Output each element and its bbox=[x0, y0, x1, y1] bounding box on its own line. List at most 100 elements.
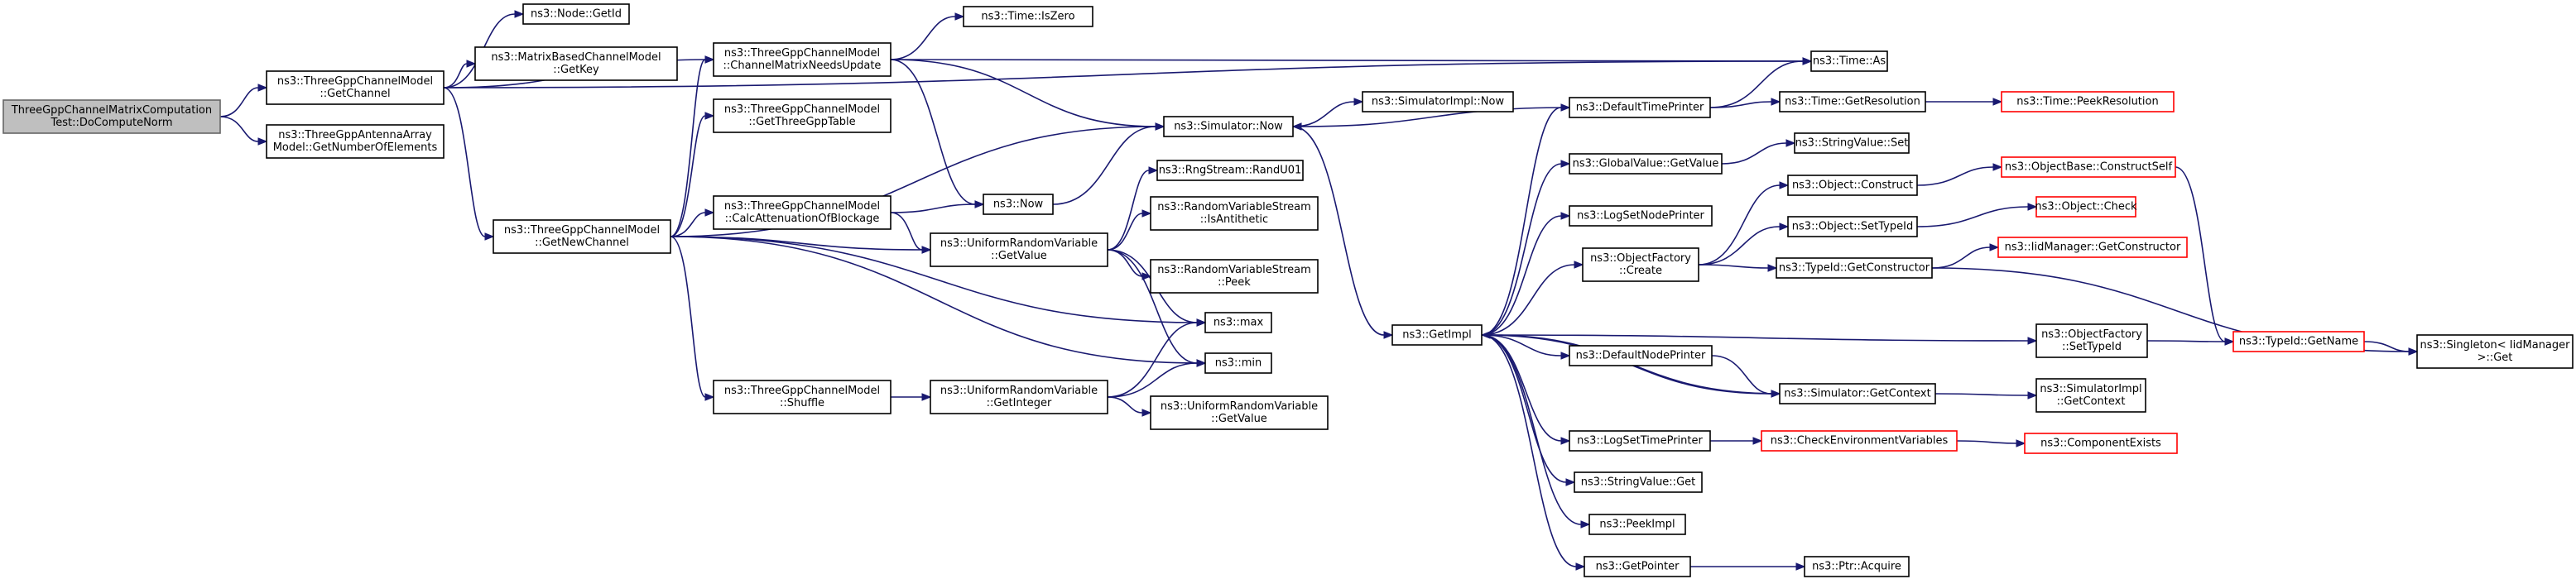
node-label: ns3::ThreeGppChannelModel bbox=[504, 224, 660, 237]
node-getimpl[interactable]: ns3::GetImpl bbox=[1391, 324, 1483, 346]
edge-line bbox=[2363, 341, 2410, 352]
node-label: ns3::DefaultNodePrinter bbox=[1576, 350, 1706, 362]
node-box bbox=[1584, 556, 1691, 577]
node-label: ns3::PeekImpl bbox=[1599, 519, 1675, 531]
edge-globalvalue-to-strvalset bbox=[1721, 139, 1796, 165]
node-defnodeprinter[interactable]: ns3::DefaultNodePrinter bbox=[1569, 345, 1713, 366]
node-max[interactable]: ns3::max bbox=[1204, 312, 1272, 333]
node-urvgetint[interactable]: ns3::UniformRandomVariable::GetInteger bbox=[930, 380, 1108, 414]
node-iidgetconstructor[interactable]: ns3::IidManager::GetConstructor bbox=[1997, 237, 2188, 258]
node-checkenv[interactable]: ns3::CheckEnvironmentVariables bbox=[1761, 430, 1958, 452]
arrowhead bbox=[1779, 181, 1790, 189]
node-peekres[interactable]: ns3::Time::PeekResolution bbox=[2001, 91, 2175, 112]
edge-line bbox=[890, 59, 1156, 127]
node-strvalset[interactable]: ns3::StringValue::Set bbox=[1794, 132, 1910, 154]
node-label: ::Create bbox=[1619, 265, 1662, 277]
node-constructself[interactable]: ns3::ObjectBase::ConstructSelf bbox=[2001, 156, 2176, 178]
node-label: ::GetKey bbox=[553, 64, 599, 76]
node-label: ns3::DefaultTimePrinter bbox=[1576, 102, 1704, 114]
node-getconstructor[interactable]: ns3::TypeId::GetConstructor bbox=[1776, 257, 1933, 279]
node-label: ns3::ObjectFactory bbox=[1590, 252, 1691, 265]
node-isanti[interactable]: ns3::RandomVariableStream::IsAntithetic bbox=[1150, 196, 1319, 231]
node-strvalget[interactable]: ns3::StringValue::Get bbox=[1574, 471, 1703, 493]
node-box bbox=[1150, 196, 1319, 231]
node-label: ns3::ComponentExists bbox=[2040, 438, 2161, 450]
node-getnewchannel[interactable]: ns3::ThreeGppChannelModel::GetNewChannel bbox=[493, 219, 671, 254]
edge-line bbox=[1052, 126, 1156, 205]
node-box bbox=[1150, 395, 1329, 430]
node-lognodeprinter[interactable]: ns3::LogSetNodePrinter bbox=[1569, 205, 1713, 227]
node-box bbox=[2001, 91, 2175, 112]
node-label: ns3::RandomVariableStream bbox=[1157, 201, 1311, 213]
node-needsupdate[interactable]: ns3::ThreeGppChannelModel::ChannelMatrix… bbox=[713, 42, 892, 77]
edge-line bbox=[890, 212, 923, 251]
node-getkey[interactable]: ns3::MatrixBasedChannelModel::GetKey bbox=[474, 46, 678, 81]
node-typeidgetname[interactable]: ns3::TypeId::GetName bbox=[2232, 331, 2365, 352]
node-iszero[interactable]: ns3::Time::IsZero bbox=[963, 6, 1093, 27]
node-compexists[interactable]: ns3::ComponentExists bbox=[2024, 433, 2178, 454]
node-label: ns3::ThreeGppChannelModel bbox=[277, 75, 433, 88]
node-gettable[interactable]: ns3::ThreeGppChannelModel::GetThreeGppTa… bbox=[713, 98, 892, 133]
node-label: ::Peek bbox=[1218, 276, 1251, 289]
arrowhead bbox=[1291, 122, 1302, 131]
call-edges bbox=[219, 10, 2419, 571]
node-box bbox=[522, 3, 630, 25]
node-label: ns3::ThreeGppChannelModel bbox=[724, 385, 880, 397]
node-getchannel[interactable]: ns3::ThreeGppChannelModel::GetChannel bbox=[266, 70, 445, 105]
node-objfactcreate[interactable]: ns3::ObjectFactory::Create bbox=[1582, 247, 1699, 282]
node-box bbox=[1150, 259, 1319, 294]
node-simgetcontext[interactable]: ns3::Simulator::GetContext bbox=[1779, 383, 1936, 404]
node-objsettypeid[interactable]: ns3::Object::SetTypeId bbox=[1787, 216, 1918, 237]
node-min[interactable]: ns3::min bbox=[1204, 352, 1272, 374]
node-nodegetid[interactable]: ns3::Node::GetId bbox=[522, 3, 630, 25]
node-label: ::ChannelMatrixNeedsUpdate bbox=[723, 60, 882, 72]
node-simimplgetcontext[interactable]: ns3::SimulatorImpl::GetContext bbox=[2035, 378, 2146, 413]
node-box bbox=[2416, 334, 2574, 369]
arrowhead bbox=[1802, 57, 1813, 65]
node-simnow[interactable]: ns3::Simulator::Now bbox=[1163, 116, 1294, 137]
arrowhead bbox=[1574, 261, 1584, 269]
node-peekimpl[interactable]: ns3::PeekImpl bbox=[1588, 514, 1686, 535]
arrowhead bbox=[2224, 337, 2235, 346]
edge-root-to-getchannel bbox=[219, 84, 268, 117]
edge-line bbox=[670, 59, 706, 237]
node-now[interactable]: ns3::Now bbox=[983, 194, 1054, 215]
node-randu01[interactable]: ns3::RngStream::RandU01 bbox=[1156, 160, 1304, 181]
arrowhead bbox=[466, 60, 477, 68]
node-ptracquire[interactable]: ns3::Ptr::Acquire bbox=[1804, 556, 1910, 577]
node-ofsettypeid[interactable]: ns3::ObjectFactory::SetTypeId bbox=[2035, 323, 2148, 358]
edge-getimpl-to-strvalget bbox=[1481, 334, 1576, 486]
node-box bbox=[1391, 324, 1483, 346]
arrowhead bbox=[1767, 264, 1778, 272]
node-getres[interactable]: ns3::Time::GetResolution bbox=[1779, 91, 1926, 112]
node-box bbox=[266, 70, 445, 105]
node-simimplnow[interactable]: ns3::SimulatorImpl::Now bbox=[1362, 91, 1514, 112]
edge-line bbox=[890, 59, 976, 205]
node-singletonget[interactable]: ns3::Singleton< IidManager >::Get bbox=[2416, 334, 2574, 369]
node-peek[interactable]: ns3::RandomVariableStream::Peek bbox=[1150, 259, 1319, 294]
edge-objfactcreate-to-objsettypeid bbox=[1698, 223, 1790, 266]
node-logtimeprinter[interactable]: ns3::LogSetTimePrinter bbox=[1569, 430, 1711, 452]
node-label: ns3::GetPointer bbox=[1596, 561, 1680, 573]
node-globalvalue[interactable]: ns3::GlobalValue::GetValue bbox=[1569, 153, 1723, 175]
node-objcheck[interactable]: ns3::Object::Check bbox=[2035, 196, 2137, 218]
edge-deftimeprinter-to-simnow bbox=[1291, 107, 1570, 131]
arrowhead bbox=[2027, 391, 2038, 400]
edge-getchannel-to-getkey bbox=[443, 60, 477, 89]
node-root[interactable]: ThreeGppChannelMatrixComputationTest::Do… bbox=[2, 99, 221, 134]
node-urvgetvalue[interactable]: ns3::UniformRandomVariable::GetValue bbox=[930, 232, 1108, 267]
edge-objfactcreate-to-objconstruct bbox=[1698, 181, 1790, 266]
arrowhead bbox=[484, 232, 495, 241]
node-box bbox=[963, 6, 1093, 27]
node-shuffle[interactable]: ns3::ThreeGppChannelModel::Shuffle bbox=[713, 380, 892, 414]
node-getnumelems[interactable]: ns3::ThreeGppAntennaArrayModel::GetNumbe… bbox=[266, 124, 445, 159]
edge-line bbox=[890, 59, 1804, 62]
arrowhead bbox=[1992, 163, 2003, 171]
node-objconstruct[interactable]: ns3::Object::Construct bbox=[1787, 175, 1918, 196]
node-calcatten[interactable]: ns3::ThreeGppChannelModel::CalcAttenuati… bbox=[713, 195, 892, 230]
node-timeas[interactable]: ns3::Time::As bbox=[1810, 50, 1888, 72]
node-deftimeprinter[interactable]: ns3::DefaultTimePrinter bbox=[1569, 97, 1711, 118]
node-urvgetvalue2[interactable]: ns3::UniformRandomVariable::GetValue bbox=[1150, 395, 1329, 430]
node-getpointer[interactable]: ns3::GetPointer bbox=[1584, 556, 1691, 577]
